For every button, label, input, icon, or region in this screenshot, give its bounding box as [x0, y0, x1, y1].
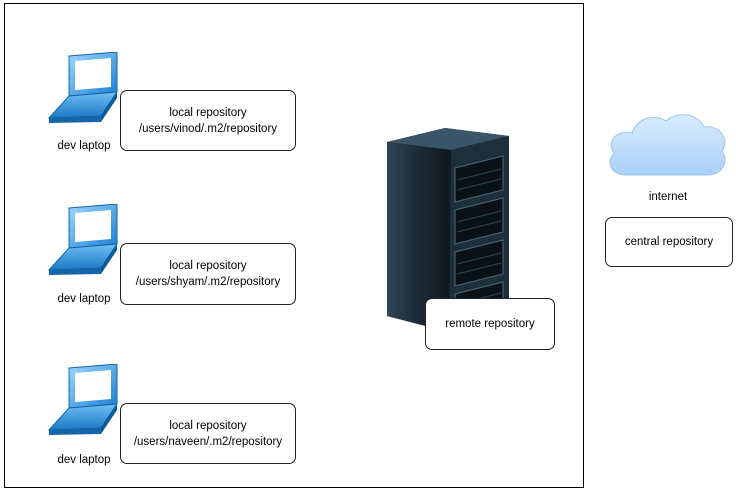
dev-laptop-label: dev laptop: [57, 140, 111, 152]
dev-laptop-label: dev laptop: [57, 454, 111, 466]
repo-path: /users/shyam/.m2/repository: [135, 276, 281, 288]
server-rack-icon: [387, 128, 509, 332]
repo-path: /users/vinod/.m2/repository: [138, 122, 278, 135]
cloud-icon: [609, 114, 726, 176]
local-repository-box: local repository /users/naveen/.m2/repos…: [120, 403, 296, 464]
remote-repository-box: remote repository: [425, 298, 555, 350]
repo-title: local repository: [169, 106, 247, 119]
repo-path: /users/naveen/.m2/repository: [133, 435, 283, 448]
remote-repository-label: remote repository: [445, 318, 535, 330]
central-repository-label: central repository: [624, 236, 714, 248]
repo-title: local repository: [169, 419, 247, 432]
local-repository-box: local repository /users/shyam/.m2/reposi…: [120, 243, 296, 305]
laptop-icon: [47, 204, 119, 276]
local-repository-box: local repository /users/vinod/.m2/reposi…: [120, 90, 296, 151]
central-repository-box: central repository: [605, 217, 733, 267]
laptop-icon: [47, 364, 119, 436]
repo-title: local repository: [169, 260, 247, 272]
internet-label: internet: [648, 191, 688, 203]
laptop-icon: [47, 52, 119, 124]
dev-laptop-label: dev laptop: [57, 293, 111, 305]
local-network-frame: [4, 3, 584, 488]
